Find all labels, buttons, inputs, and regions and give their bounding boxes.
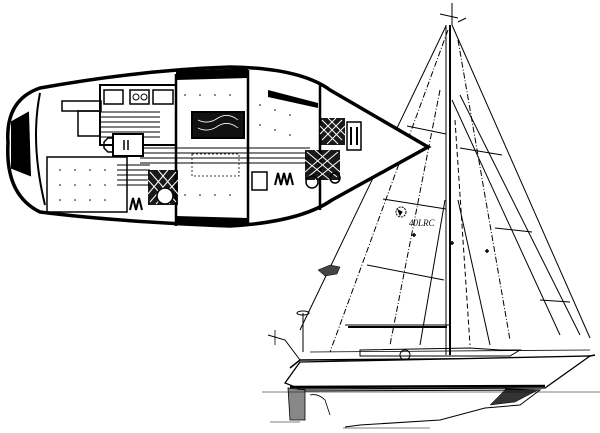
hull-profile [262, 310, 600, 429]
sail-number-label: 40LRC [409, 218, 436, 228]
accommodation-plan [6, 65, 432, 228]
sail-plan [299, 3, 591, 355]
